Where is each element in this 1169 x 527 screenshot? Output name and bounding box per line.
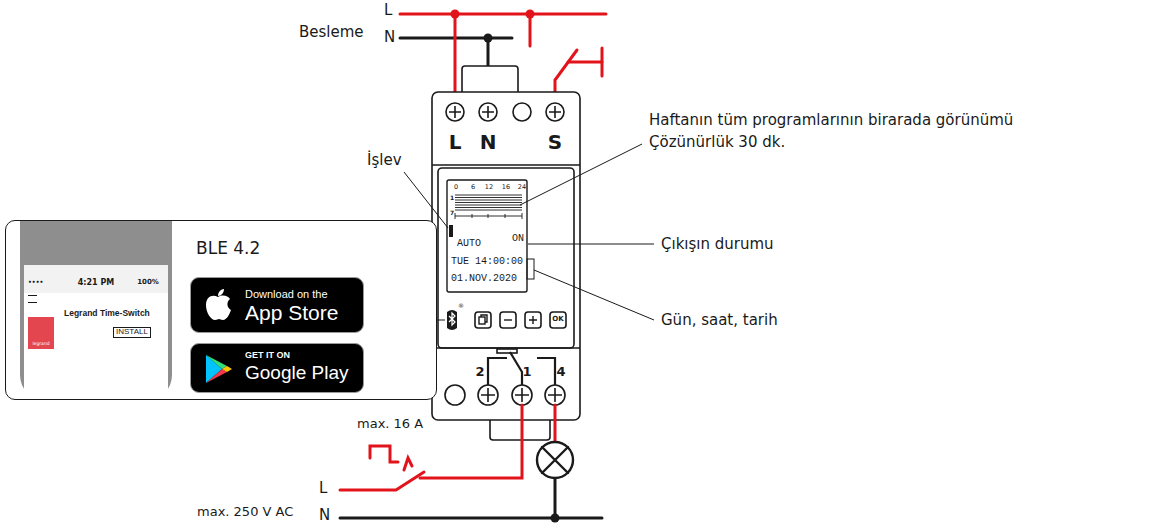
day-number: 7 [450,210,454,217]
terminal-number: 1 [522,365,531,379]
menu-button [475,312,491,328]
install-button: INSTALL [113,327,151,338]
signal-dots: •••• [28,279,43,286]
bluetooth-rune [449,313,455,325]
trademark-sign: ® [458,303,464,310]
callout-label: Çıkışın durumu [660,236,775,253]
lcd-window [447,180,527,292]
callout-label: Gün, saat, tarih [660,312,779,329]
breaker-wire [340,472,424,490]
hour-scale: 16 [502,184,510,191]
badge-caption: Download on the [245,288,328,300]
load-live-wire [420,405,522,478]
lamp-symbol [537,442,573,478]
output-state: ON [512,233,524,244]
load-neutral-wire [340,517,602,520]
live-feed-wire [454,14,457,102]
breaker-symbol [404,458,412,470]
bluetooth-icon [447,310,457,330]
supply-label: Besleme [298,24,365,41]
callout-label: Haftanın tüm programlarının birarada gör… [648,112,1014,129]
mode-text: AUTO [457,238,481,249]
weekly-program-bars [455,195,522,219]
junction-dot [526,10,535,19]
ok-button [550,312,566,328]
breaker-symbol [370,446,398,462]
app-store-badge: Download on theApp Store [190,277,364,333]
app-name: Legrand Time-Switch [64,309,150,318]
google-play-badge: GET IT ON Google Play [190,343,364,393]
callout-label: İşlev [366,152,403,169]
empty-terminal [445,385,465,405]
lamp-neutral-wire [554,478,557,518]
play-icon [203,353,233,389]
terminal-number: 4 [556,365,565,379]
hour-scale: 12 [485,184,493,191]
menu-icon [28,295,37,303]
hour-scale: 6 [471,184,475,191]
day-number: 1 [450,195,454,202]
relay-contact [488,352,555,385]
load-neutral-label: N [318,507,331,524]
day-time-text: TUE 14:00:00 [451,256,523,267]
badge-store-name: Google Play [245,363,349,384]
junction-dot [451,10,460,19]
screw-cross [449,106,562,402]
front-panel [438,168,574,348]
hour-scale: 24 [518,184,526,191]
leader-line [404,144,654,320]
device-housing: LN S ® OK 2 1 4 0 6 12 16 24 1 7AUTO ON TUE 14:00:00 01.… [430,88,582,423]
pushbutton-actuator [568,61,602,64]
device-housing [432,92,580,420]
minus-button [500,312,516,328]
battery-level: 100% [137,279,159,287]
load-live-label: L [318,480,328,497]
badge-caption: GET IT ON [245,351,290,361]
rating-label: max. 16 A [356,417,424,431]
brand-mark: legrand [32,342,49,347]
function-indicator [449,225,453,237]
pushbutton-actuator [601,48,604,76]
apple-icon [203,288,233,326]
date-text: 01.NOV.2020 [451,273,517,284]
terminal-number: 2 [475,365,484,379]
protocol-label: BLE 4.2 [196,239,260,258]
supply-live-label: L [383,2,393,19]
plus-button [525,312,541,328]
callout-label: Çözünürlük 30 dk. [648,134,786,151]
terminal-letter: L [449,131,462,153]
housing-notch [497,349,517,353]
rating-label: max. 250 V AC [196,505,294,519]
terminal-letter: S [548,131,562,153]
lamp-wire [554,405,557,442]
hour-scale: 0 [454,184,458,191]
empty-terminal [513,103,531,121]
din-clip [490,418,550,440]
lcd-display: 0 6 12 16 24 1 7AUTO ON TUE 14:00:00 01.NOV.2020 [448,180,528,292]
button-glyph [479,315,537,324]
phone-clock: 4:21 PM [78,279,115,288]
badge-store-name: App Store [245,301,338,324]
app-callout-panel: BLE 4.2 •••• 4:21 PM 100% Legrand Time-Switc… [5,220,437,400]
supply-live-wire [400,13,606,16]
pushbutton-wire [529,14,532,46]
supply-neutral-label: N [383,29,396,46]
button-label: OK [552,316,563,324]
junction-dot [551,514,560,523]
phone-screen: •••• 4:21 PM 100% Legrand Time-SwitchINSTAL… [20,220,172,400]
junction-dot [484,34,493,43]
terminal-letter: N [480,131,497,153]
housing-edge [432,164,580,166]
lamp-symbol [542,447,568,473]
